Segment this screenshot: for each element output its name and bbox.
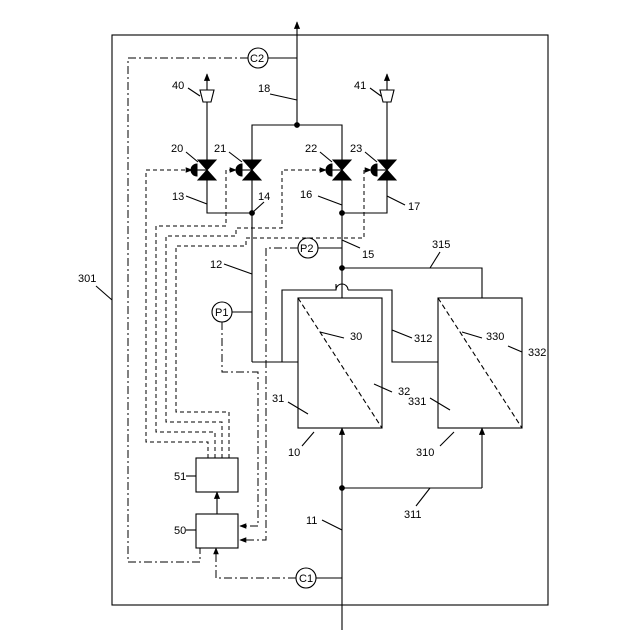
leader-40 <box>188 88 200 96</box>
label-332: 332 <box>528 347 546 359</box>
valve-23-icon <box>371 160 396 180</box>
controller-50 <box>196 514 238 548</box>
label-p1: P1 <box>215 307 228 319</box>
label-14: 14 <box>258 191 270 203</box>
label-30: 30 <box>350 331 362 343</box>
membrane-330 <box>438 298 522 428</box>
line-13 <box>207 180 252 213</box>
signal-c1 <box>216 548 296 578</box>
system-leader <box>96 286 112 300</box>
label-11: 11 <box>306 515 317 527</box>
label-12: 12 <box>210 259 222 271</box>
outlet-40-icon <box>200 90 214 102</box>
label-18: 18 <box>258 83 270 95</box>
label-311: 311 <box>404 509 422 521</box>
label-c1: C1 <box>299 573 313 585</box>
signal-p1 <box>222 322 258 526</box>
label-16: 16 <box>300 189 312 201</box>
leader-41 <box>370 88 381 96</box>
outlet-41-icon <box>380 90 394 102</box>
signal-p2 <box>240 248 298 540</box>
header-line <box>252 125 342 168</box>
valve-21-icon <box>236 160 261 180</box>
label-13: 13 <box>172 191 184 203</box>
label-312: 312 <box>414 333 432 345</box>
leader-18 <box>270 94 297 100</box>
label-51: 51 <box>174 471 186 483</box>
line-315 <box>342 268 482 298</box>
label-15: 15 <box>362 249 374 261</box>
label-p2: P2 <box>300 243 313 255</box>
label-22: 22 <box>305 143 317 155</box>
system-boundary <box>112 35 548 605</box>
label-10: 10 <box>288 447 300 459</box>
label-c2: C2 <box>250 53 264 65</box>
label-17: 17 <box>408 201 420 213</box>
label-23: 23 <box>350 143 362 155</box>
system-label: 301 <box>78 273 96 285</box>
label-41: 41 <box>354 80 366 92</box>
label-50: 50 <box>174 525 186 537</box>
membrane-30 <box>298 298 382 428</box>
label-31: 31 <box>272 393 284 405</box>
label-21: 21 <box>214 143 226 155</box>
label-331: 331 <box>408 396 426 408</box>
label-315: 315 <box>432 239 450 251</box>
ctrl-20 <box>146 170 208 458</box>
valve-20-icon <box>191 160 216 180</box>
controller-51 <box>196 458 238 492</box>
label-40: 40 <box>172 80 184 92</box>
label-330: 330 <box>486 331 504 343</box>
label-310: 310 <box>416 447 434 459</box>
line-312 <box>282 284 336 362</box>
valve-22-icon <box>326 160 351 180</box>
label-20: 20 <box>171 143 183 155</box>
